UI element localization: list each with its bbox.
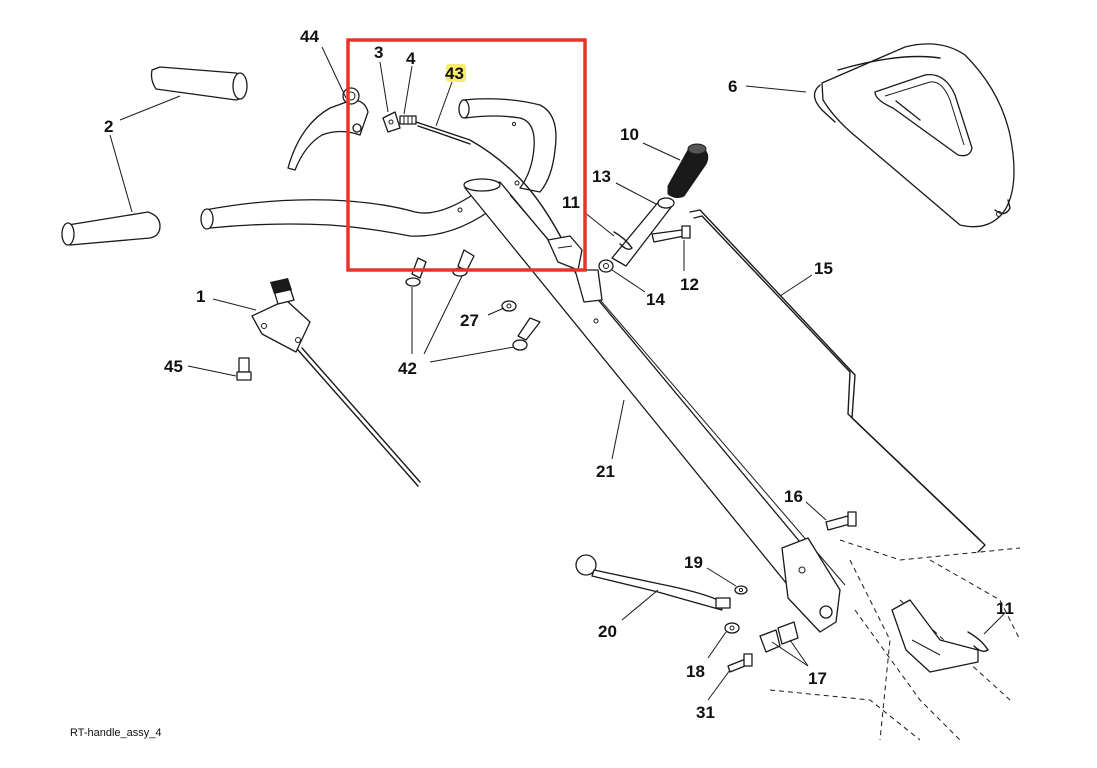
part-15-shift-rod xyxy=(689,209,986,553)
diagram-caption: RT-handle_assy_4 xyxy=(70,727,162,739)
label-44: 44 xyxy=(300,27,319,46)
part-20-lever-handle xyxy=(575,554,731,611)
part-14-spacer xyxy=(598,259,614,273)
label-10: 10 xyxy=(620,125,639,144)
handlebar-right-loop xyxy=(458,98,557,193)
label-11-top: 11 xyxy=(562,193,580,212)
label-15: 15 xyxy=(814,259,833,278)
part-11-hairpin-clip-top xyxy=(613,231,633,251)
label-45: 45 xyxy=(164,357,183,376)
part-44-clutch-lever xyxy=(287,87,369,171)
label-19: 19 xyxy=(684,553,703,572)
part-18-nut xyxy=(724,622,740,634)
label-21: 21 xyxy=(596,462,615,481)
label-42: 42 xyxy=(398,359,417,378)
part-3-4-cable-fittings xyxy=(382,111,417,133)
part-43-control-cable xyxy=(415,121,566,246)
part-19-washer xyxy=(734,585,748,595)
lower-pivot-bracket xyxy=(781,537,841,633)
part-12-bolt xyxy=(651,225,691,243)
handlebar-left-arm xyxy=(200,189,489,237)
part-43-marker xyxy=(446,64,466,82)
highlight-box xyxy=(346,38,587,272)
label-12: 12 xyxy=(680,275,699,294)
label-31: 31 xyxy=(696,703,715,722)
label-17: 17 xyxy=(808,669,827,688)
label-1: 1 xyxy=(196,287,205,306)
label-27: 27 xyxy=(460,311,479,330)
part-16-bolt xyxy=(825,511,857,531)
leader-lines xyxy=(109,46,1005,701)
part-1-control-bracket xyxy=(251,278,421,487)
tiller-body-outline xyxy=(769,539,1021,741)
label-13: 13 xyxy=(592,167,611,186)
part-6-handle-cover xyxy=(813,43,1015,228)
part-17-pads xyxy=(759,621,799,653)
part-42-fasteners xyxy=(405,249,541,351)
label-14: 14 xyxy=(646,290,665,309)
part-45-bolt xyxy=(236,357,252,381)
label-2: 2 xyxy=(104,117,113,136)
part-labels: 44 3 4 43 6 2 10 13 11 12 14 15 1 27 45 … xyxy=(104,27,1014,722)
label-11-bottom: 11 xyxy=(996,599,1014,618)
label-16: 16 xyxy=(784,487,803,506)
part-2-hand-grips xyxy=(61,66,248,246)
part-27-nut xyxy=(501,300,517,312)
part-21-handle-tube xyxy=(457,178,846,611)
label-4: 4 xyxy=(406,49,416,68)
part-31-bolt xyxy=(727,653,753,673)
label-18: 18 xyxy=(686,662,705,681)
label-43: 43 xyxy=(445,64,464,83)
label-20: 20 xyxy=(598,622,617,641)
label-6: 6 xyxy=(728,77,737,96)
label-3: 3 xyxy=(374,43,383,62)
tube-bracket xyxy=(547,235,603,303)
part-10-lever-knob xyxy=(667,143,709,199)
